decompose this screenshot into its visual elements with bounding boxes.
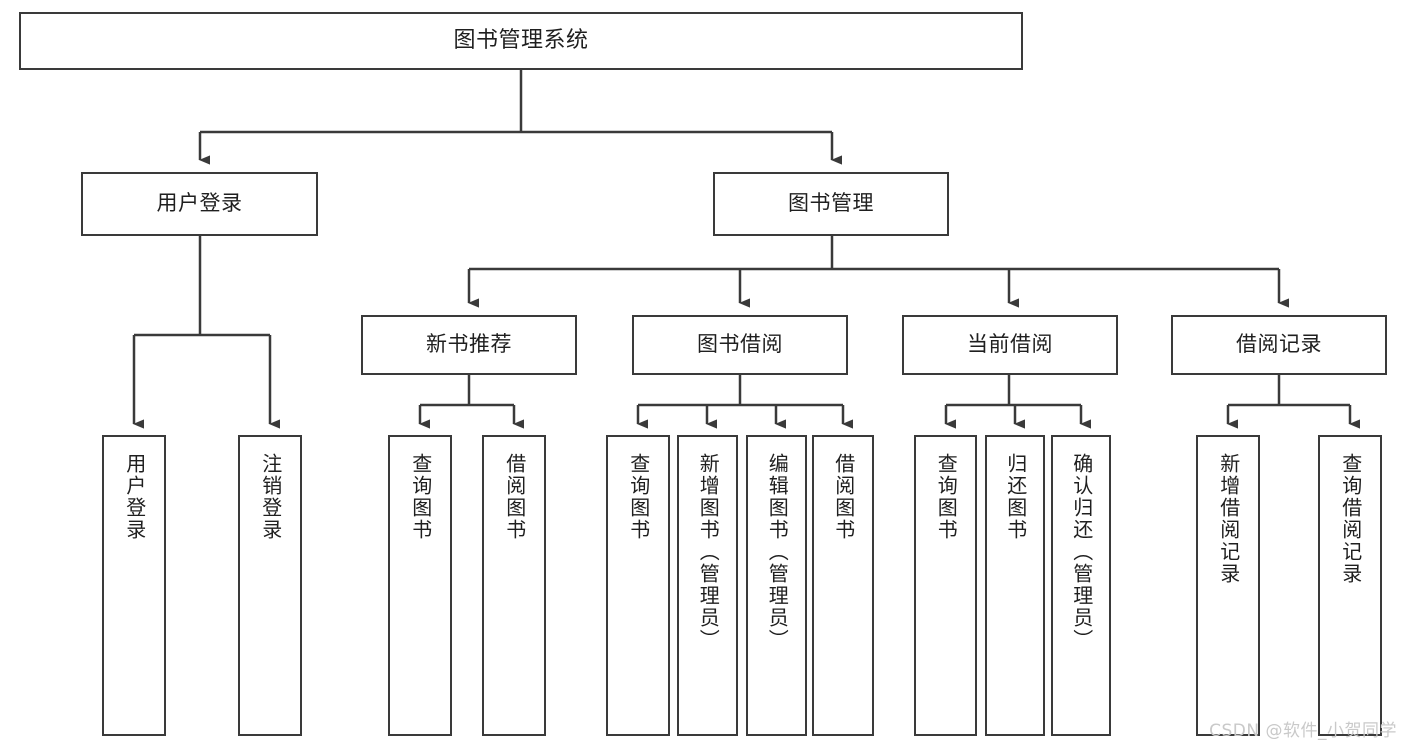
node-label: 查询借阅记录 (1338, 453, 1363, 585)
node-label: 新增借阅记录 (1216, 453, 1241, 585)
node-label: 编辑图书（管理员） (765, 453, 790, 651)
node-label: 查询图书 (408, 453, 433, 541)
node-book-manage[interactable]: 图书管理 (713, 172, 949, 236)
node-label: 图书管理 (788, 191, 874, 216)
leaf-query-book-1[interactable]: 查询图书 (388, 435, 452, 736)
node-label: 查询图书 (934, 453, 959, 541)
node-borrow-record[interactable]: 借阅记录 (1171, 315, 1387, 375)
node-label: 注销登录 (258, 453, 283, 541)
node-label: 用户登录 (122, 453, 147, 541)
node-label: 图书管理系统 (453, 27, 589, 53)
node-user-login[interactable]: 用户登录 (81, 172, 318, 236)
node-label: 图书借阅 (697, 332, 783, 357)
leaf-user-logout[interactable]: 注销登录 (238, 435, 302, 736)
node-label: 确认归还（管理员） (1069, 453, 1094, 651)
node-label: 新书推荐 (426, 332, 512, 357)
leaf-return-book[interactable]: 归还图书 (985, 435, 1045, 736)
leaf-add-record[interactable]: 新增借阅记录 (1196, 435, 1260, 736)
node-book-borrow[interactable]: 图书借阅 (632, 315, 848, 375)
node-label: 新增图书（管理员） (696, 453, 721, 651)
leaf-query-book-2[interactable]: 查询图书 (606, 435, 670, 736)
node-label: 查询图书 (626, 453, 651, 541)
leaf-confirm-return[interactable]: 确认归还（管理员） (1051, 435, 1111, 736)
node-label: 用户登录 (156, 191, 243, 216)
leaf-borrow-book-2[interactable]: 借阅图书 (812, 435, 874, 736)
leaf-borrow-book-1[interactable]: 借阅图书 (482, 435, 546, 736)
node-label: 当前借阅 (967, 332, 1053, 357)
node-label: 借阅图书 (502, 453, 527, 541)
leaf-add-book[interactable]: 新增图书（管理员） (677, 435, 738, 736)
node-label: 借阅记录 (1236, 332, 1322, 357)
leaf-query-record[interactable]: 查询借阅记录 (1318, 435, 1382, 736)
node-new-book-recommend[interactable]: 新书推荐 (361, 315, 577, 375)
leaf-query-book-3[interactable]: 查询图书 (914, 435, 977, 736)
node-label: 归还图书 (1003, 453, 1028, 541)
leaf-user-login[interactable]: 用户登录 (102, 435, 166, 736)
leaf-edit-book[interactable]: 编辑图书（管理员） (746, 435, 807, 736)
node-root-book-management-system[interactable]: 图书管理系统 (19, 12, 1023, 70)
node-label: 借阅图书 (831, 453, 856, 541)
node-current-borrow[interactable]: 当前借阅 (902, 315, 1118, 375)
